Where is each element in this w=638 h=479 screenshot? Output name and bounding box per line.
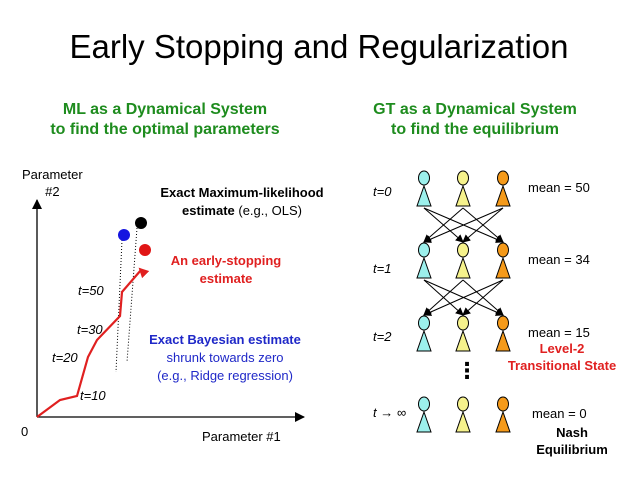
y-axis-label: Parameter #2 <box>22 166 83 200</box>
player-orange-row3 <box>495 396 511 433</box>
row-label-tinf: t → ∞ <box>373 405 407 420</box>
player-cyan-row1 <box>416 242 432 279</box>
ml-estimate-line2: estimate (e.g., OLS) <box>146 202 338 220</box>
player-cyan-row3 <box>416 396 432 433</box>
mean-row1: mean = 34 <box>528 252 590 267</box>
bayes-line2: shrunk towards zero <box>166 350 284 365</box>
bayes-estimate-label: Exact Bayesian estimate shrunk towards z… <box>136 331 314 385</box>
early-stopping-line2: estimate <box>199 271 253 286</box>
player-yellow-row1 <box>455 242 471 279</box>
ml-estimate-line1: Exact Maximum-likelihood <box>160 185 324 200</box>
mean-row0: mean = 50 <box>528 180 590 195</box>
bayes-estimate-point <box>118 229 130 241</box>
row-label-t2: t=2 <box>373 329 392 344</box>
t20-label: t=20 <box>52 350 78 365</box>
early-stopping-line1: An early-stopping <box>170 253 282 268</box>
player-yellow-row2 <box>455 315 471 352</box>
bayes-line1: Exact Bayesian estimate <box>149 332 301 347</box>
nash-label: Nash Equilibrium <box>522 424 622 458</box>
row-label-t0: t=0 <box>373 184 392 199</box>
right-heading: GT as a Dynamical System to find the equ… <box>330 100 620 140</box>
player-orange-row0 <box>495 170 511 207</box>
dotted-line-ml <box>126 227 138 363</box>
ml-estimate-example: (e.g., OLS) <box>234 203 302 218</box>
player-orange-row1 <box>495 242 511 279</box>
y-axis-label-line1: Parameter <box>22 167 83 182</box>
mean-rowinf: mean = 0 <box>532 406 587 421</box>
interaction-arrow <box>462 279 504 316</box>
right-heading-line2: to find the equilibrium <box>391 121 559 138</box>
early-stopping-point <box>139 244 151 256</box>
level2-line1: Level-2 <box>539 341 585 356</box>
player-yellow-row0 <box>455 170 471 207</box>
right-heading-line1: GT as a Dynamical System <box>373 101 577 118</box>
t10-label: t=10 <box>80 388 106 403</box>
left-heading-line1: ML as a Dynamical System <box>62 101 268 118</box>
level2-label: Level-2 Transitional State <box>497 340 627 374</box>
player-orange-row2 <box>495 315 511 352</box>
left-heading-line2: to find the optimal parameters <box>50 121 280 138</box>
level2-line2: Transitional State <box>507 358 617 373</box>
slide-title: Early Stopping and Regularization <box>69 28 569 65</box>
t50-label: t=50 <box>78 283 104 298</box>
interaction-arrow <box>423 207 504 243</box>
nash-line1: Nash <box>556 425 588 440</box>
player-figures <box>416 170 511 433</box>
player-interaction-arrows <box>423 207 504 316</box>
ml-estimate-point <box>135 217 147 229</box>
y-axis-label-line2: #2 <box>45 184 60 199</box>
interaction-arrow <box>423 279 504 316</box>
origin-label: 0 <box>21 424 29 439</box>
x-axis-label: Parameter #1 <box>202 429 281 444</box>
nash-line2: Equilibrium <box>536 442 608 457</box>
player-cyan-row0 <box>416 170 432 207</box>
bayes-line3: (e.g., Ridge regression) <box>157 368 293 383</box>
left-heading: ML as a Dynamical System to find the opt… <box>20 100 310 140</box>
ellipsis-dots: ⋮ <box>456 358 478 383</box>
t30-label: t=30 <box>77 322 103 337</box>
ml-estimate-label: Exact Maximum-likelihood estimate (e.g.,… <box>146 184 338 220</box>
interaction-arrow <box>462 207 504 243</box>
row-label-t1: t=1 <box>373 261 392 276</box>
early-stopping-label: An early-stopping estimate <box>156 252 296 288</box>
early-stopping-trajectory <box>36 267 150 418</box>
player-yellow-row3 <box>455 396 471 433</box>
ml-estimate-word: estimate <box>182 203 235 218</box>
mean-row2: mean = 15 <box>528 325 590 340</box>
player-cyan-row2 <box>416 315 432 352</box>
dotted-line-bayes <box>115 239 123 373</box>
